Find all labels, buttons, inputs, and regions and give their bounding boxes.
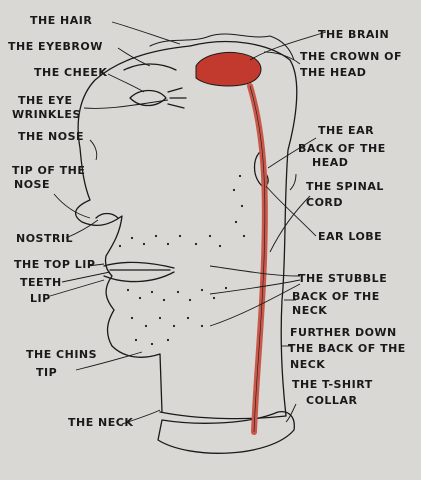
label-nose: NOSE	[14, 178, 50, 191]
label-the-crown-of: THE CROWN OF	[300, 50, 402, 63]
label-wrinkles: WRINKLES	[12, 108, 81, 121]
label-the-ear: THE EAR	[318, 124, 375, 137]
label-back-of-the-head-1: BACK OF THE	[298, 142, 386, 155]
stubble-dots	[118, 174, 246, 346]
label-lip: LIP	[30, 292, 51, 305]
label-the-eyebrow: THE EYEBROW	[8, 40, 103, 53]
leader-nostril	[65, 219, 99, 239]
leader-back-head	[289, 173, 297, 191]
leader-tip-nose	[53, 193, 91, 219]
leader-crown	[263, 51, 301, 65]
leader-ear-lobe	[265, 185, 317, 237]
label-the-brain: THE BRAIN	[318, 28, 390, 41]
head-back-outline	[189, 40, 298, 417]
label-collar: COLLAR	[306, 394, 358, 407]
label-the-neck: THE NECK	[68, 416, 134, 429]
label-nostril: NOSTRIL	[16, 232, 74, 245]
label-the-spinal: THE SPINAL	[306, 180, 384, 193]
leader-hair	[111, 21, 181, 45]
leader-stubble-2	[209, 279, 301, 295]
label-back-of-the-neck-1: BACK OF THE	[292, 290, 380, 303]
label-the-eye: THE EYE	[18, 94, 73, 107]
leader-teeth	[61, 271, 111, 283]
leader-stubble-3	[209, 283, 301, 327]
label-neck: NECK	[290, 358, 326, 371]
leader-lines	[49, 21, 327, 425]
leader-chins-tip	[75, 351, 143, 371]
leader-eyebrow	[117, 47, 151, 67]
label-tip: TIP	[36, 366, 58, 379]
label-cord: CORD	[306, 196, 344, 209]
face-profile-line	[74, 45, 191, 413]
label-the-stubble: THE STUBBLE	[298, 272, 388, 285]
leader-spinal	[269, 195, 311, 253]
leader-brain	[249, 31, 327, 61]
label-ear-lobe: EAR LOBE	[318, 230, 383, 243]
lower-lip-line	[103, 271, 175, 283]
top-lip-line	[103, 261, 175, 269]
eye-wrinkle-1	[167, 87, 183, 93]
leader-ear	[267, 137, 317, 169]
collar-outline	[157, 410, 295, 454]
label-the-nose: THE NOSE	[18, 130, 85, 143]
label-back-of-the-head-2: HEAD	[312, 156, 349, 169]
spinal-cord	[247, 83, 268, 435]
neck-front-line	[159, 411, 287, 420]
label-the-head: THE HEAD	[300, 66, 367, 79]
brain-shape	[195, 52, 262, 87]
label-further-down: FURTHER DOWN	[290, 326, 397, 339]
leader-cheek	[107, 73, 145, 93]
leader-neck	[121, 409, 161, 425]
leader-collar	[285, 403, 297, 423]
eye-wrinkle-3	[167, 103, 185, 109]
spinal-cord-outline	[249, 85, 266, 433]
nostril-line	[95, 212, 119, 219]
leader-nose	[89, 139, 98, 161]
label-the-hair: THE HAIR	[30, 14, 93, 27]
label-teeth: TEETH	[20, 276, 62, 289]
leader-eye-wrinkles	[83, 99, 169, 109]
leader-lip	[49, 279, 105, 297]
eyebrow-line	[123, 63, 177, 71]
leader-top-lip	[87, 263, 105, 267]
label-back-of-the-neck-2: NECK	[292, 304, 328, 317]
label-the-chins: THE CHINS	[26, 348, 98, 361]
label-the-back-of-the: THE BACK OF THE	[288, 342, 406, 355]
leader-stubble-1	[209, 265, 301, 277]
label-tip-of-the: TIP OF THE	[12, 164, 86, 177]
label-the-t-shirt: THE T-SHIRT	[292, 378, 373, 391]
label-the-cheek: THE CHEEK	[34, 66, 108, 79]
label-the-top-lip: THE TOP LIP	[14, 258, 96, 271]
